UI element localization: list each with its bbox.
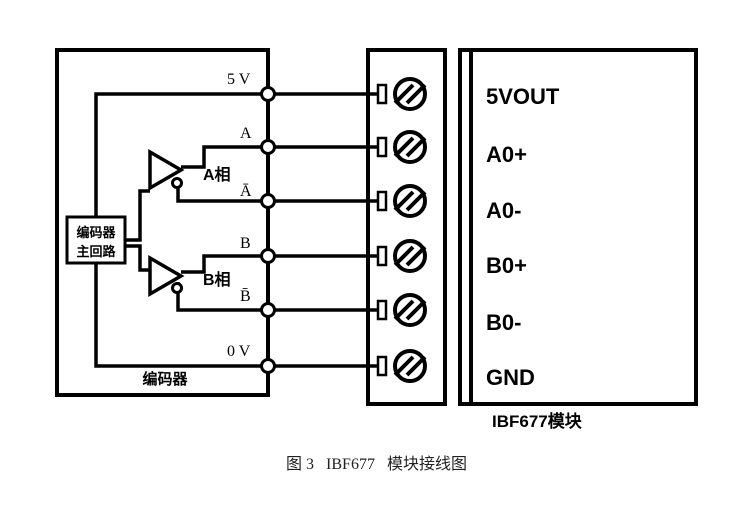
screw-terminal-a0-minus — [376, 184, 427, 218]
screw-head-icon — [393, 239, 427, 273]
driver-b-triangle — [148, 254, 185, 298]
terminal-node-b — [260, 248, 276, 264]
screw-slot-line — [393, 190, 415, 212]
screw-slot-line — [405, 83, 427, 105]
screw-head-icon — [393, 293, 427, 327]
terminal-node-0v — [260, 358, 276, 374]
screw-terminal-b0-minus — [376, 293, 427, 327]
terminal-slot — [376, 136, 388, 158]
terminal-node-a-bar — [260, 193, 276, 209]
screw-slot-line — [393, 355, 415, 377]
terminal-slot — [376, 190, 388, 212]
screw-terminal-gnd — [376, 349, 427, 383]
module-label-b0-plus: B0+ — [486, 253, 527, 278]
terminal-label-5v: 5 V — [227, 71, 251, 88]
terminal-label-a: A — [240, 125, 252, 142]
channel-a-label: A相 — [203, 165, 231, 184]
screw-head-icon — [393, 77, 427, 111]
screw-head-icon — [393, 130, 427, 164]
screw-terminal-5vout — [376, 77, 427, 111]
figure-caption: 图 3 IBF677 模块接线图 — [0, 450, 753, 474]
encoder-box — [55, 48, 270, 397]
module-label-a0-minus: A0- — [486, 198, 521, 223]
screw-slot-line — [393, 245, 415, 267]
screw-terminal-b0-plus — [376, 239, 427, 273]
caption-title: 模块接线图 — [386, 456, 467, 473]
screw-slot-line — [393, 136, 415, 158]
module-label-gnd: GND — [486, 365, 535, 390]
main-circuit-label-line1: 编码器 — [76, 225, 116, 240]
terminal-node-a — [260, 139, 276, 155]
driver-a-inverter-bubble — [171, 177, 183, 189]
terminal-slot — [376, 355, 388, 377]
screw-head-icon — [393, 349, 427, 383]
channel-b-label: B相 — [203, 270, 231, 289]
terminal-node-b-bar — [260, 302, 276, 318]
module-label-b0-minus: B0- — [486, 310, 521, 335]
caption-model: IBF677 — [326, 456, 375, 473]
screw-slot-line — [393, 299, 415, 321]
screw-head-icon — [393, 184, 427, 218]
screw-slot-line — [405, 355, 427, 377]
encoder-box-label: 编码器 — [142, 370, 188, 388]
screw-slot-line — [393, 83, 415, 105]
screw-slot-line — [405, 136, 427, 158]
terminal-slot — [376, 83, 388, 105]
encoder-terminal-nodes — [260, 86, 276, 374]
main-circuit-box — [65, 215, 127, 265]
terminal-slot — [376, 299, 388, 321]
screw-terminal-a0-plus — [376, 130, 427, 164]
terminal-label-b-bar: B̄ — [240, 288, 251, 305]
terminal-label-b: B — [240, 235, 251, 252]
screw-slot-line — [405, 299, 427, 321]
module-name: IBF677模块 — [492, 411, 583, 431]
terminal-block — [366, 48, 447, 406]
main-circuit-label-line2: 主回路 — [76, 244, 116, 259]
module-label-5vout: 5VOUT — [486, 84, 560, 109]
module-label-a0-plus: A0+ — [486, 142, 527, 167]
screw-slot-line — [405, 190, 427, 212]
wires — [268, 92, 378, 368]
driver-b-inverter-bubble — [171, 282, 183, 294]
driver-a-triangle — [148, 148, 185, 192]
screw-terminals — [376, 77, 427, 383]
screw-slot-line — [405, 245, 427, 267]
terminal-slot — [376, 245, 388, 267]
terminal-label-a-bar: Ā — [240, 183, 252, 200]
caption-figure-number: 图 3 — [286, 456, 315, 473]
terminal-node-5v — [260, 86, 276, 102]
terminal-label-0v: 0 V — [227, 343, 251, 360]
module-box — [458, 48, 698, 406]
